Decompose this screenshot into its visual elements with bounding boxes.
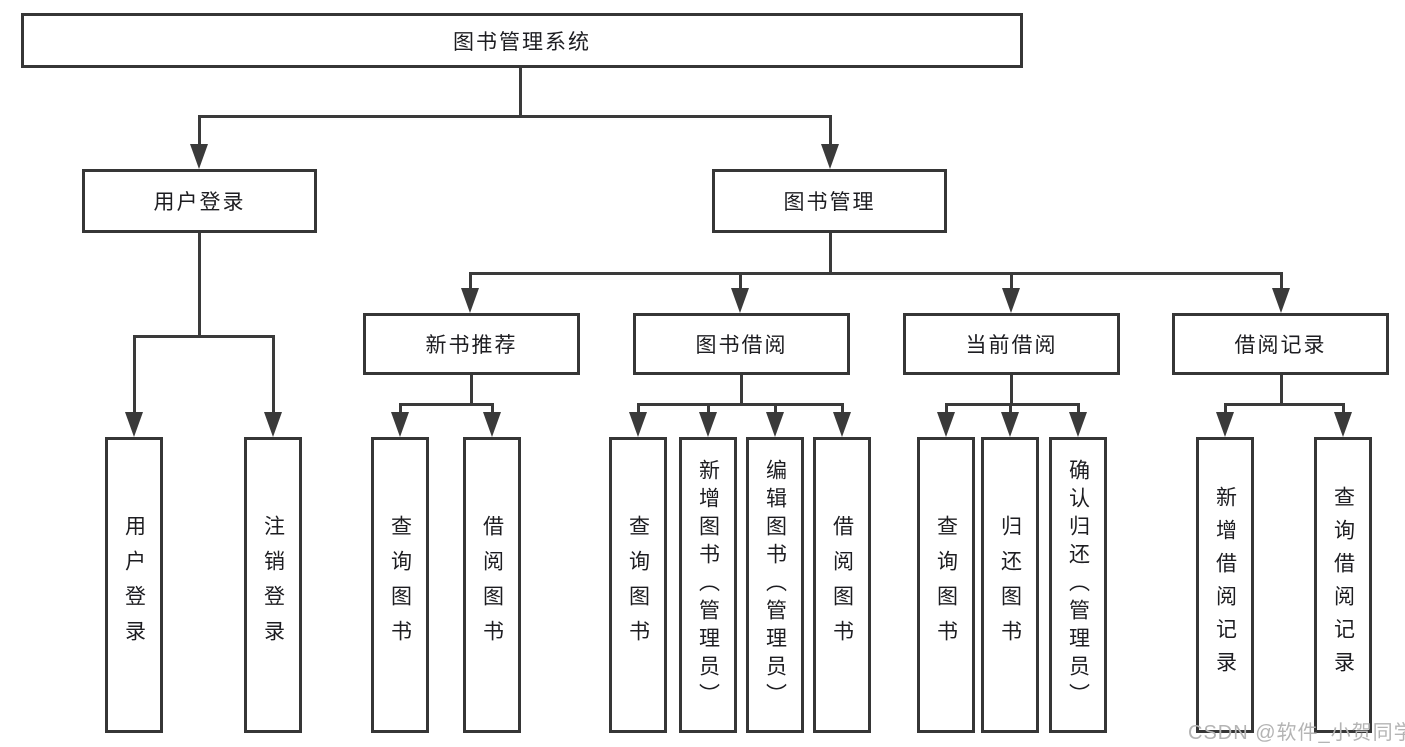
connector-line: [491, 403, 494, 414]
connector-line: [469, 272, 472, 290]
node-label: 归还图书: [998, 515, 1022, 655]
arrow-down-icon: [1069, 412, 1087, 437]
node-label: 确认归还（管理员）: [1066, 459, 1090, 711]
connector-line: [399, 403, 494, 406]
arrow-down-icon: [1216, 412, 1234, 437]
connector-line: [469, 272, 1282, 275]
node-label: 编辑图书（管理员）: [763, 459, 787, 711]
leaf-query-borrow-record: 查询借阅记录: [1314, 437, 1372, 733]
node-label: 用户登录: [153, 191, 246, 214]
leaf-borrow-books: 借阅图书: [813, 437, 871, 733]
connector-line: [133, 335, 136, 414]
node-label: 图书管理系统: [453, 30, 591, 54]
connector-line: [198, 233, 201, 338]
arrow-down-icon: [766, 412, 784, 437]
connector-line: [1224, 403, 1227, 414]
node-new-book-recommendation: 新书推荐: [363, 313, 580, 375]
leaf-query-books: 查询图书: [609, 437, 667, 733]
connector-line: [829, 115, 832, 146]
node-label: 借阅图书: [480, 515, 504, 655]
node-label: 新增图书（管理员）: [696, 459, 720, 711]
leaf-query-books: 查询图书: [917, 437, 975, 733]
connector-line: [198, 115, 832, 118]
node-label: 新增借阅记录: [1213, 486, 1237, 684]
node-label: 图书管理: [783, 191, 876, 214]
arrow-down-icon: [1334, 412, 1352, 437]
node-label: 查询图书: [934, 515, 958, 655]
node-label: 图书借阅: [695, 334, 788, 357]
node-label: 借阅图书: [830, 515, 854, 655]
connector-line: [740, 375, 743, 405]
arrow-down-icon: [483, 412, 501, 437]
connector-line: [739, 272, 742, 290]
connector-line: [1077, 403, 1080, 414]
arrow-down-icon: [629, 412, 647, 437]
node-label: 新书推荐: [425, 334, 518, 357]
node-book-management: 图书管理: [712, 169, 947, 233]
connector-line: [945, 403, 1080, 406]
connector-line: [1280, 272, 1283, 290]
node-label: 查询图书: [388, 515, 412, 655]
node-label: 查询借阅记录: [1331, 486, 1355, 684]
leaf-return-books: 归还图书: [981, 437, 1039, 733]
connector-line: [198, 115, 201, 146]
connector-line: [399, 403, 402, 414]
arrow-down-icon: [1001, 412, 1019, 437]
leaf-add-borrow-record: 新增借阅记录: [1196, 437, 1254, 733]
connector-line: [774, 403, 777, 414]
arrow-down-icon: [391, 412, 409, 437]
arrow-down-icon: [731, 288, 749, 313]
connector-line: [1010, 375, 1013, 405]
arrow-down-icon: [125, 412, 143, 437]
connector-line: [1280, 375, 1283, 405]
leaf-borrow-books: 借阅图书: [463, 437, 521, 733]
arrow-down-icon: [190, 144, 208, 169]
connector-line: [470, 375, 473, 405]
connector-line: [637, 403, 844, 406]
connector-line: [519, 68, 522, 118]
leaf-query-books: 查询图书: [371, 437, 429, 733]
node-label: 借阅记录: [1234, 334, 1327, 357]
arrow-down-icon: [1002, 288, 1020, 313]
node-label: 当前借阅: [965, 334, 1058, 357]
arrow-down-icon: [833, 412, 851, 437]
connector-line: [1342, 403, 1345, 414]
connector-line: [1010, 272, 1013, 290]
node-current-borrowing: 当前借阅: [903, 313, 1120, 375]
leaf-edit-book-admin: 编辑图书（管理员）: [746, 437, 804, 733]
node-user-login: 用户登录: [82, 169, 317, 233]
arrow-down-icon: [937, 412, 955, 437]
node-label: 注销登录: [261, 515, 285, 655]
node-borrowing-records: 借阅记录: [1172, 313, 1389, 375]
arrow-down-icon: [821, 144, 839, 169]
connector-line: [841, 403, 844, 414]
arrow-down-icon: [264, 412, 282, 437]
node-label: 用户登录: [122, 515, 146, 655]
leaf-confirm-return-admin: 确认归还（管理员）: [1049, 437, 1107, 733]
connector-line: [272, 335, 275, 414]
node-book-borrowing: 图书借阅: [633, 313, 850, 375]
node-label: 查询图书: [626, 515, 650, 655]
connector-line: [637, 403, 640, 414]
connector-line: [1009, 403, 1012, 414]
arrow-down-icon: [1272, 288, 1290, 313]
connector-line: [945, 403, 948, 414]
connector-line: [133, 335, 274, 338]
leaf-logout-login: 注销登录: [244, 437, 302, 733]
connector-line: [1224, 403, 1345, 406]
leaf-user-login: 用户登录: [105, 437, 163, 733]
connector-line: [707, 403, 710, 414]
csdn-watermark: CSDN @软件_小贺同学: [1188, 722, 1405, 744]
arrow-down-icon: [699, 412, 717, 437]
arrow-down-icon: [461, 288, 479, 313]
connector-line: [829, 233, 832, 275]
leaf-add-book-admin: 新增图书（管理员）: [679, 437, 737, 733]
node-library-management-system: 图书管理系统: [21, 13, 1023, 68]
